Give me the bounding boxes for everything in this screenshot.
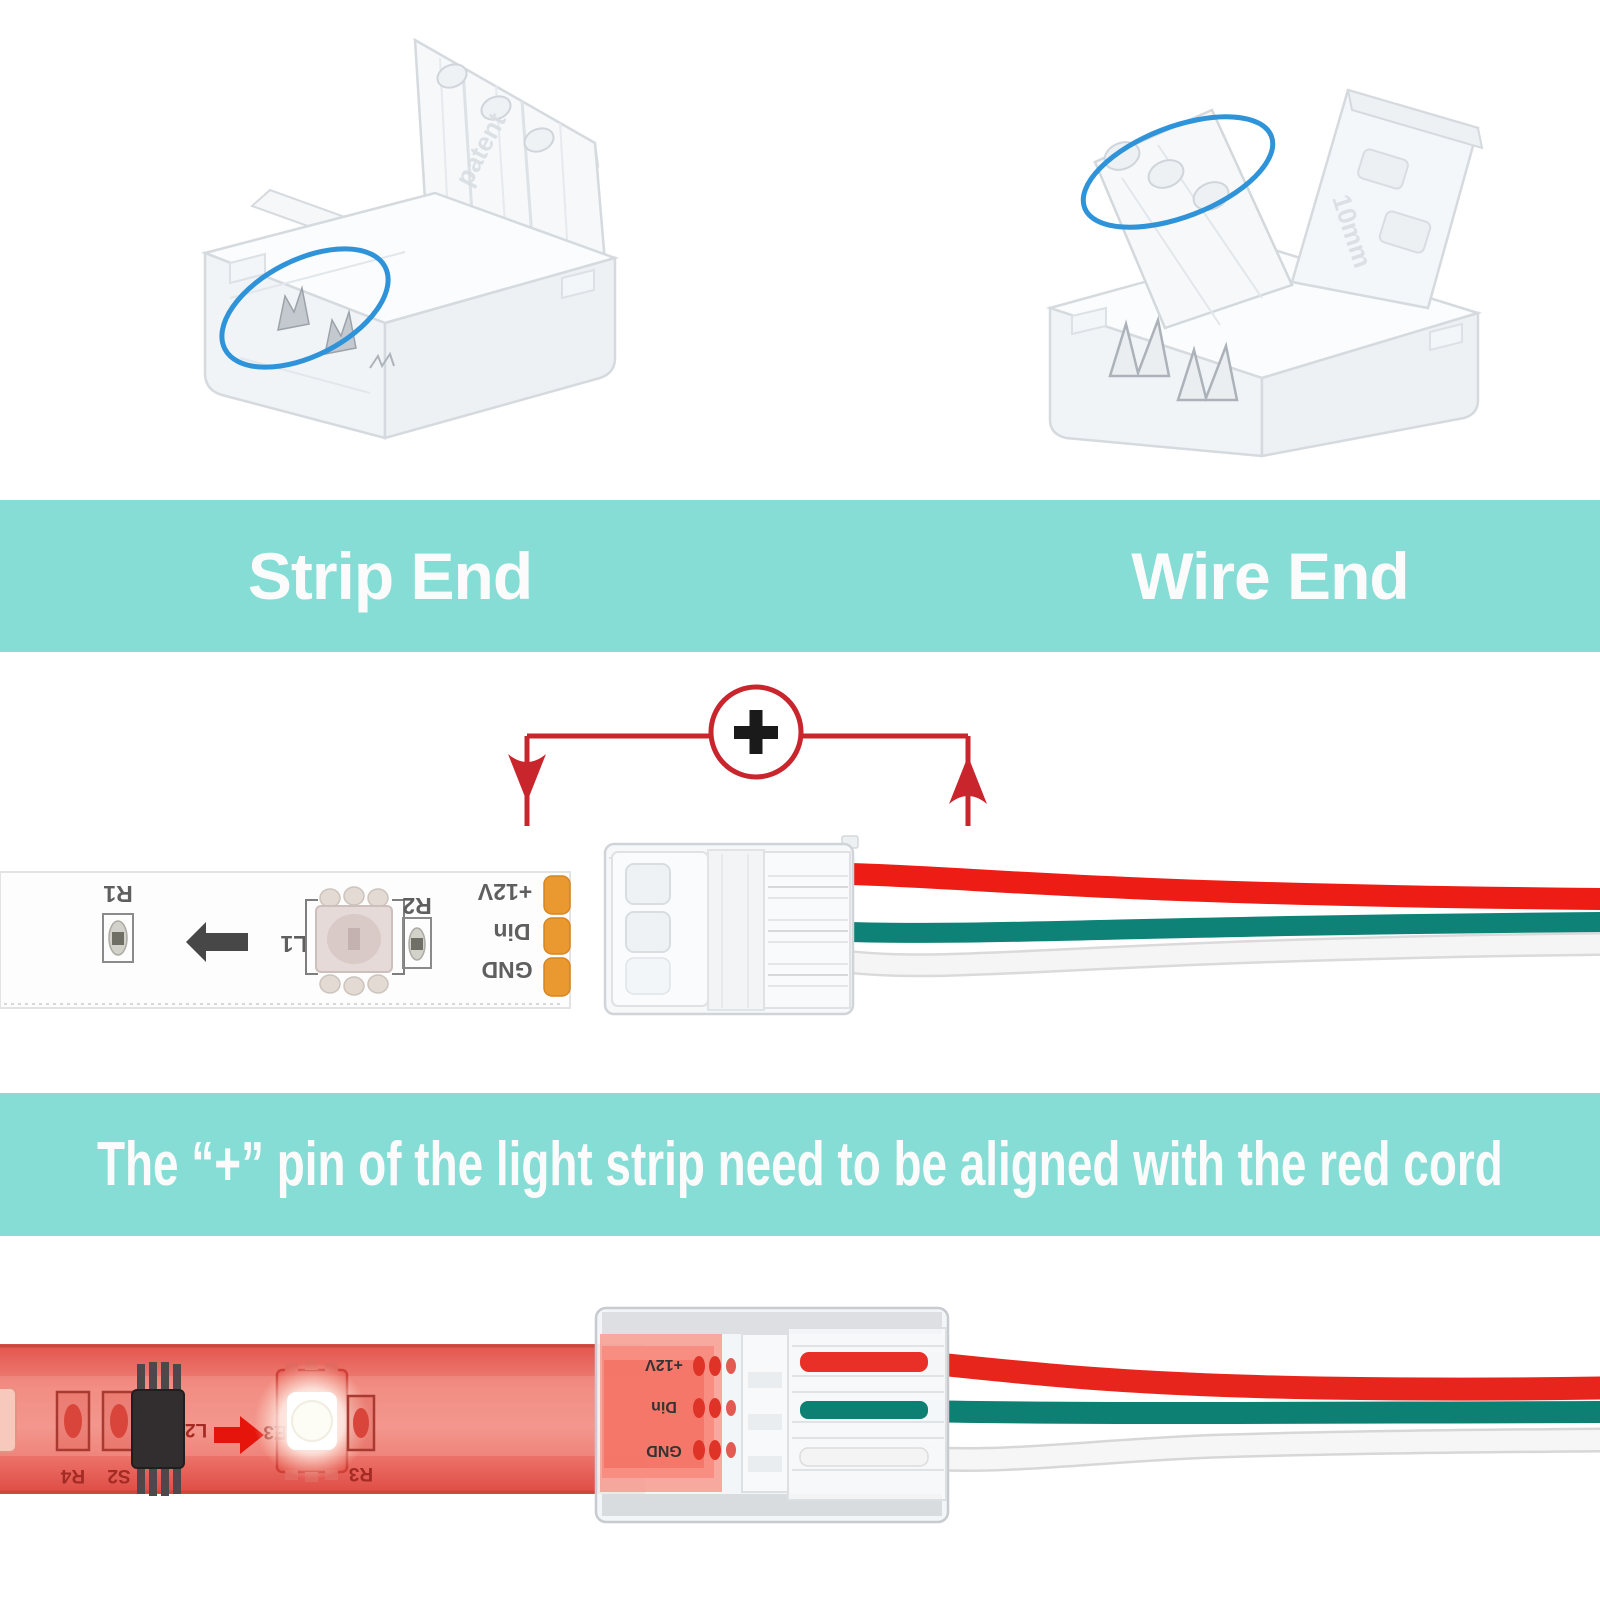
highlight-ellipse-icon xyxy=(1080,114,1276,230)
led-l1: L1 xyxy=(280,886,405,996)
solder-pads xyxy=(543,875,571,997)
lid-hole xyxy=(1357,148,1409,190)
pad-label-power: +12V xyxy=(477,879,532,905)
svg-text:R3: R3 xyxy=(349,1463,373,1484)
alignment-diagram: R1 L1 xyxy=(0,684,1600,1016)
bottom-wires xyxy=(907,1350,1600,1472)
white-wire-stub xyxy=(799,1447,929,1467)
red-wire-stub xyxy=(800,1352,928,1372)
svg-text:R1: R1 xyxy=(103,881,133,907)
highlight-ellipse-icon xyxy=(219,246,391,370)
wire-end-connector-photo: 10mm xyxy=(1045,88,1484,458)
lid-hole xyxy=(436,63,468,89)
lid-hole xyxy=(523,127,555,153)
svg-text:S2: S2 xyxy=(107,1465,130,1486)
wire-end-label: Wire End xyxy=(1131,539,1409,613)
base-notch xyxy=(1071,306,1107,336)
arrow-up-icon xyxy=(949,756,987,804)
plus-circuit-annotation xyxy=(508,684,987,826)
lid-hole xyxy=(480,95,512,121)
resistor-s2: S2 xyxy=(101,1390,137,1486)
led-strip-body xyxy=(0,871,571,1009)
resistor-r1: R1 xyxy=(102,881,134,963)
lid-hole xyxy=(1378,210,1432,254)
lit-red-strip: R4 S2 L2 E3 xyxy=(0,1344,645,1496)
bottom-connector: +12V Din GND xyxy=(594,1306,950,1524)
green-wire-stub xyxy=(800,1401,928,1419)
strip-direction-arrow-icon xyxy=(186,922,248,962)
middle-connector xyxy=(603,835,859,1016)
alignment-instruction-text: The “+” pin of the light strip need to b… xyxy=(97,1130,1503,1199)
label-l2: L2 xyxy=(185,1419,207,1440)
green-wire xyxy=(840,912,1600,943)
connector-open-lid: 10mm xyxy=(1290,88,1484,310)
insert-hole xyxy=(1147,159,1185,189)
base-notch xyxy=(561,268,595,300)
strip-end-connector-photo: patent xyxy=(200,37,620,440)
connected-strip-photo: R4 S2 L2 E3 xyxy=(0,1306,1600,1524)
green-wire xyxy=(909,1400,1600,1424)
connector-pad-ground: GND xyxy=(646,1442,682,1459)
pad-label-ground: GND xyxy=(481,957,532,983)
sawtooth-contacts xyxy=(1108,315,1239,403)
metal-prong-contacts xyxy=(277,285,395,369)
svg-text:R2: R2 xyxy=(402,893,431,919)
base-notch xyxy=(1429,322,1463,352)
svg-text:L1: L1 xyxy=(280,931,307,957)
connector-base xyxy=(200,191,620,440)
arrow-down-icon xyxy=(508,754,546,802)
middle-wires xyxy=(838,863,1600,978)
pad-label-data: Din xyxy=(493,919,530,945)
red-wire xyxy=(908,1350,1600,1401)
partial-led xyxy=(0,1387,17,1453)
connector-pad-power: +12V xyxy=(645,1356,683,1373)
strip-direction-arrow-icon xyxy=(214,1416,264,1454)
connector-open-lid: patent xyxy=(413,37,610,300)
ic-chip xyxy=(131,1362,185,1496)
alignment-instruction-banner: The “+” pin of the light strip need to b… xyxy=(0,1093,1600,1236)
plus-icon xyxy=(734,710,778,754)
lit-white-led xyxy=(254,1360,370,1482)
red-pad-dots xyxy=(693,1356,736,1460)
red-wire xyxy=(839,863,1600,910)
connector-pad-data: Din xyxy=(651,1398,677,1415)
resistor-r2: R2 xyxy=(402,893,432,969)
strip-wire-end-banner: Strip End Wire End xyxy=(0,500,1600,652)
led-strip-diagram: R1 L1 xyxy=(0,871,571,1009)
strip-end-label: Strip End xyxy=(247,539,533,613)
resistor-r3: R3 xyxy=(346,1394,376,1484)
svg-text:R4: R4 xyxy=(60,1465,85,1486)
resistor-r4: R4 xyxy=(55,1390,91,1486)
